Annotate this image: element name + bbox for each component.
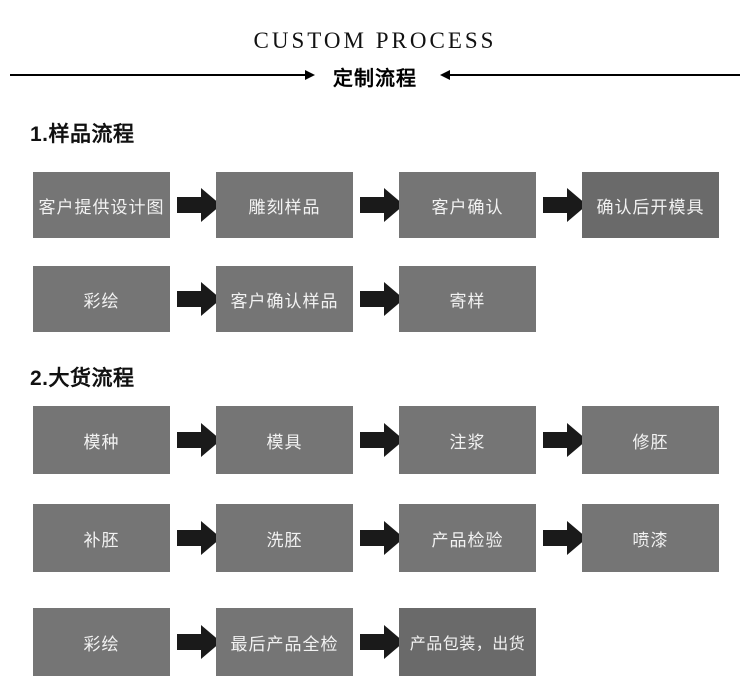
divider-line-left [10, 74, 305, 76]
header-title-chinese: 定制流程 [319, 68, 431, 90]
flow-arrow-icon [177, 188, 221, 222]
flow-step-box[interactable]: 喷漆 [582, 504, 719, 572]
flow-arrow-icon [177, 423, 221, 457]
flow-step-box[interactable]: 最后产品全检 [216, 608, 353, 676]
flow-arrow-icon [360, 188, 404, 222]
flow-step-box[interactable]: 彩绘 [33, 266, 170, 332]
arrow-left-icon [440, 70, 450, 80]
flow-step-box[interactable]: 彩绘 [33, 608, 170, 676]
header-title-english: CUSTOM PROCESS [253, 28, 497, 53]
flow-step-box[interactable]: 寄样 [399, 266, 536, 332]
flow-step-box[interactable]: 客户确认样品 [216, 266, 353, 332]
header-title-chinese-wrap: 定制流程 [0, 62, 750, 91]
flow-arrow-icon [360, 282, 404, 316]
flow-arrow-icon [177, 521, 221, 555]
flow-arrow-icon [360, 625, 404, 659]
arrow-right-icon [305, 70, 315, 80]
flow-arrow-icon [543, 188, 587, 222]
flow-step-box[interactable]: 洗胚 [216, 504, 353, 572]
flow-step-box[interactable]: 注浆 [399, 406, 536, 474]
flow-step-box[interactable]: 客户确认 [399, 172, 536, 238]
flow-step-box[interactable]: 确认后开模具 [582, 172, 719, 238]
page-header: CUSTOM PROCESS 定制流程 [0, 0, 750, 100]
section-title-sample: 1.样品流程 [30, 123, 135, 146]
divider-line-right [450, 74, 740, 76]
flow-arrow-icon [177, 282, 221, 316]
flow-step-box[interactable]: 模具 [216, 406, 353, 474]
flow-arrow-icon [543, 423, 587, 457]
header-divider-rule [10, 70, 740, 80]
flow-step-box[interactable]: 补胚 [33, 504, 170, 572]
flow-step-box[interactable]: 修胚 [582, 406, 719, 474]
flow-arrow-icon [543, 521, 587, 555]
flow-step-box[interactable]: 产品检验 [399, 504, 536, 572]
flow-step-box[interactable]: 模种 [33, 406, 170, 474]
flow-step-box[interactable]: 雕刻样品 [216, 172, 353, 238]
flow-arrow-icon [360, 521, 404, 555]
section-title-bulk: 2.大货流程 [30, 367, 135, 390]
flow-arrow-icon [360, 423, 404, 457]
flow-step-box[interactable]: 产品包装，出货 [399, 608, 536, 676]
flow-step-box[interactable]: 客户提供设计图 [33, 172, 170, 238]
flow-arrow-icon [177, 625, 221, 659]
